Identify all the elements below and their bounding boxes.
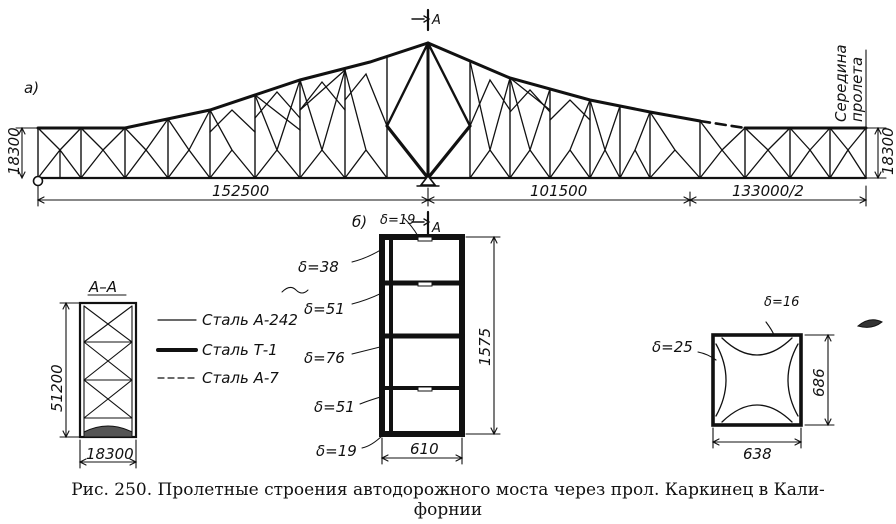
- small-delta-top: δ=16: [764, 295, 799, 310]
- box-height-label: 1575: [476, 328, 494, 366]
- section-height-label: 51200: [48, 364, 66, 412]
- figure-caption: Рис. 250. Пролетные строения автодорожно…: [10, 480, 886, 520]
- legend-item-t1: Сталь Т-1: [202, 341, 278, 359]
- section-mark-bottom: A: [431, 221, 441, 236]
- height-left-label: 18300: [5, 127, 23, 175]
- small-delta-left: δ=25: [652, 338, 693, 356]
- caption-line-1: Рис. 250. Пролетные строения автодорожно…: [71, 480, 825, 500]
- part-b-label: б): [352, 213, 367, 231]
- legend-item-a7: Сталь А-7: [202, 369, 279, 387]
- truss-elevation: [32, 8, 868, 236]
- span-1-label: 152500: [212, 182, 269, 200]
- midspan-line-2: пролета: [848, 57, 866, 122]
- dim-spans: [36, 185, 868, 207]
- small-box-section: [697, 321, 835, 449]
- box-delta-bottom: δ=19: [316, 442, 357, 460]
- legend-lines: [156, 319, 198, 379]
- section-title: А–А: [88, 278, 117, 296]
- span-3-label: 133000/2: [732, 182, 804, 200]
- box-section: [281, 217, 501, 465]
- small-width-label: 638: [743, 445, 772, 463]
- ink-mark: [856, 319, 883, 328]
- box-delta-38: δ=38: [298, 258, 339, 276]
- box-delta-top: δ=19: [380, 213, 415, 228]
- section-mark-top: A: [431, 13, 441, 28]
- part-a-label: а): [24, 79, 39, 97]
- small-height-label: 686: [810, 368, 828, 397]
- midspan-label: Середина пролета: [832, 44, 866, 122]
- box-delta-51-b: δ=51: [314, 398, 355, 416]
- section-a-a: [59, 294, 138, 469]
- span-2-label: 101500: [530, 182, 587, 200]
- dim-height-left: [15, 126, 43, 180]
- bridge-drawing: а) б) A A Середина пролета 18300 18300 1…: [5, 8, 896, 469]
- legend-item-a242: Сталь А-242: [202, 311, 298, 329]
- caption-line-2: форнии: [413, 500, 483, 520]
- box-width-label: 610: [410, 440, 439, 458]
- box-delta-51-a: δ=51: [304, 300, 345, 318]
- dim-height-right: [865, 49, 887, 180]
- height-right-label: 18300: [879, 127, 896, 175]
- box-delta-76: δ=76: [304, 349, 345, 367]
- midspan-line-1: Середина: [832, 44, 850, 122]
- section-width-label: 18300: [86, 445, 134, 463]
